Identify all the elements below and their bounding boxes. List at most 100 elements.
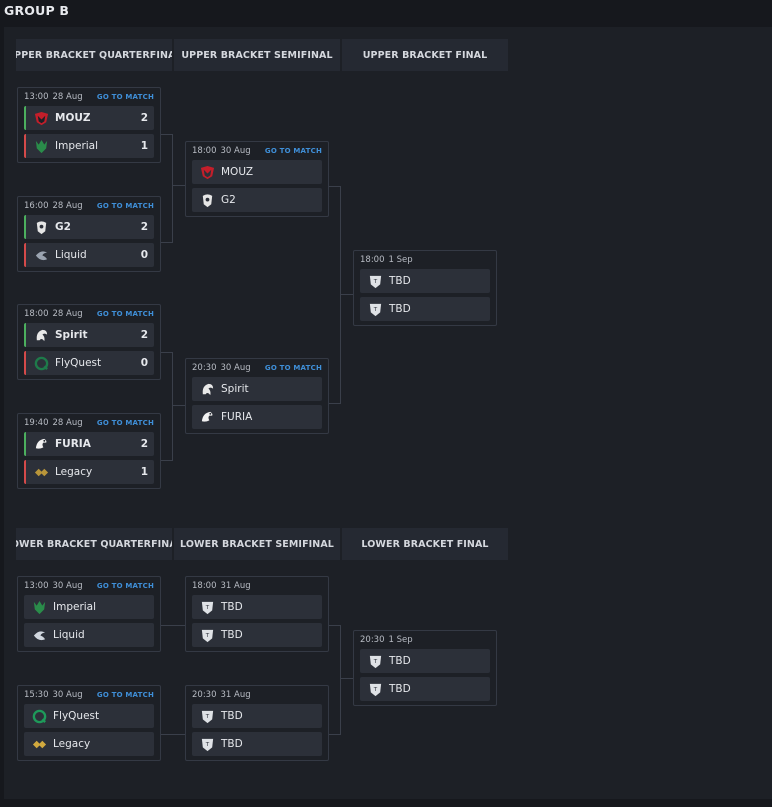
bracket-connector bbox=[341, 294, 353, 295]
svg-text:T: T bbox=[205, 713, 210, 719]
svg-text:T: T bbox=[373, 686, 378, 692]
team-score: 1 bbox=[140, 140, 148, 152]
go-to-match-link[interactable]: GO TO MATCH bbox=[96, 582, 154, 590]
flyquest-logo-icon bbox=[34, 356, 49, 370]
team-name: TBD bbox=[389, 655, 411, 667]
team-name: Imperial bbox=[53, 601, 97, 613]
team-score: 2 bbox=[140, 221, 148, 233]
bracket-connector bbox=[329, 625, 341, 735]
upper-bracket: UPPER BRACKET QUARTERFINAL UPPER BRACKET… bbox=[4, 39, 772, 499]
liquid-logo-icon bbox=[35, 250, 48, 260]
tbd-shield-icon: T bbox=[369, 655, 382, 668]
team-name: Legacy bbox=[53, 738, 91, 750]
go-to-match-link[interactable]: GO TO MATCH bbox=[96, 93, 154, 101]
lower-final-header: LOWER BRACKET FINAL bbox=[342, 528, 508, 560]
tbd-shield-icon: T bbox=[369, 275, 382, 288]
match-date: 28 Aug bbox=[52, 201, 83, 211]
go-to-match-link[interactable]: GO TO MATCH bbox=[96, 691, 154, 699]
team-name: TBD bbox=[221, 738, 243, 750]
team-row[interactable]: MOUZ bbox=[192, 160, 322, 184]
team-row[interactable]: FlyQuest bbox=[24, 704, 154, 728]
team-score: 1 bbox=[140, 466, 148, 478]
team-row[interactable]: Legacy 1 bbox=[24, 460, 154, 484]
team-row[interactable]: G2 bbox=[192, 188, 322, 212]
g2-logo-icon bbox=[36, 220, 47, 234]
team-row[interactable]: Legacy bbox=[24, 732, 154, 756]
match-time: 18:00 bbox=[192, 581, 217, 591]
imperial-logo-icon bbox=[35, 139, 48, 153]
svg-text:T: T bbox=[205, 741, 210, 747]
match-time: 18:00 bbox=[24, 309, 49, 319]
team-name: FURIA bbox=[55, 438, 91, 450]
team-name: MOUZ bbox=[55, 112, 91, 124]
team-row[interactable]: Imperial bbox=[24, 595, 154, 619]
team-name: FlyQuest bbox=[53, 710, 100, 722]
match-date: 31 Aug bbox=[220, 690, 251, 700]
match-date: 28 Aug bbox=[52, 92, 83, 102]
team-row[interactable]: Spirit bbox=[192, 377, 322, 401]
spirit-logo-icon bbox=[202, 383, 214, 395]
lower-bracket: LOWER BRACKET QUARTERFINAL LOWER BRACKET… bbox=[4, 528, 772, 798]
team-name: G2 bbox=[55, 221, 71, 233]
go-to-match-link[interactable]: GO TO MATCH bbox=[96, 310, 154, 318]
mouz-logo-icon bbox=[200, 165, 215, 179]
lower-qf-header: LOWER BRACKET QUARTERFINAL bbox=[16, 528, 172, 560]
match-date: 31 Aug bbox=[220, 581, 251, 591]
go-to-match-link[interactable]: GO TO MATCH bbox=[264, 147, 322, 155]
team-name: G2 bbox=[221, 194, 236, 206]
furia-logo-icon bbox=[201, 411, 213, 422]
bracket-connector bbox=[161, 734, 185, 735]
go-to-match-link[interactable]: GO TO MATCH bbox=[264, 364, 322, 372]
match-time: 13:00 bbox=[24, 92, 49, 102]
group-title: GROUP B bbox=[4, 3, 70, 18]
spirit-logo-icon bbox=[36, 329, 48, 341]
match-time: 20:30 bbox=[192, 690, 217, 700]
bracket-connector bbox=[161, 352, 173, 461]
match-date: 1 Sep bbox=[388, 635, 413, 645]
team-name: Spirit bbox=[221, 383, 249, 395]
go-to-match-link[interactable]: GO TO MATCH bbox=[96, 202, 154, 210]
match-time: 20:30 bbox=[192, 363, 217, 373]
team-name: Legacy bbox=[55, 466, 93, 478]
team-row[interactable]: T TBD bbox=[360, 649, 490, 673]
match-time: 18:00 bbox=[192, 146, 217, 156]
svg-text:T: T bbox=[373, 278, 378, 284]
match-time: 20:30 bbox=[360, 635, 385, 645]
team-name: Liquid bbox=[55, 249, 87, 261]
legacy-logo-icon bbox=[32, 740, 47, 748]
tbd-shield-icon: T bbox=[201, 629, 214, 642]
svg-text:T: T bbox=[205, 632, 210, 638]
match-time: 18:00 bbox=[360, 255, 385, 265]
svg-text:T: T bbox=[205, 604, 210, 610]
tbd-shield-icon: T bbox=[201, 738, 214, 751]
go-to-match-link[interactable]: GO TO MATCH bbox=[96, 419, 154, 427]
match-time: 19:40 bbox=[24, 418, 49, 428]
team-row[interactable]: Liquid bbox=[24, 623, 154, 647]
team-row[interactable]: FURIA bbox=[192, 405, 322, 429]
match-date: 28 Aug bbox=[52, 418, 83, 428]
liquid-logo-icon bbox=[33, 630, 46, 640]
match-date: 1 Sep bbox=[388, 255, 413, 265]
match-time: 15:30 bbox=[24, 690, 49, 700]
team-row[interactable]: G2 2 bbox=[24, 215, 154, 239]
upper-qf-header: UPPER BRACKET QUARTERFINAL bbox=[16, 39, 172, 71]
team-row[interactable]: T TBD bbox=[192, 732, 322, 756]
